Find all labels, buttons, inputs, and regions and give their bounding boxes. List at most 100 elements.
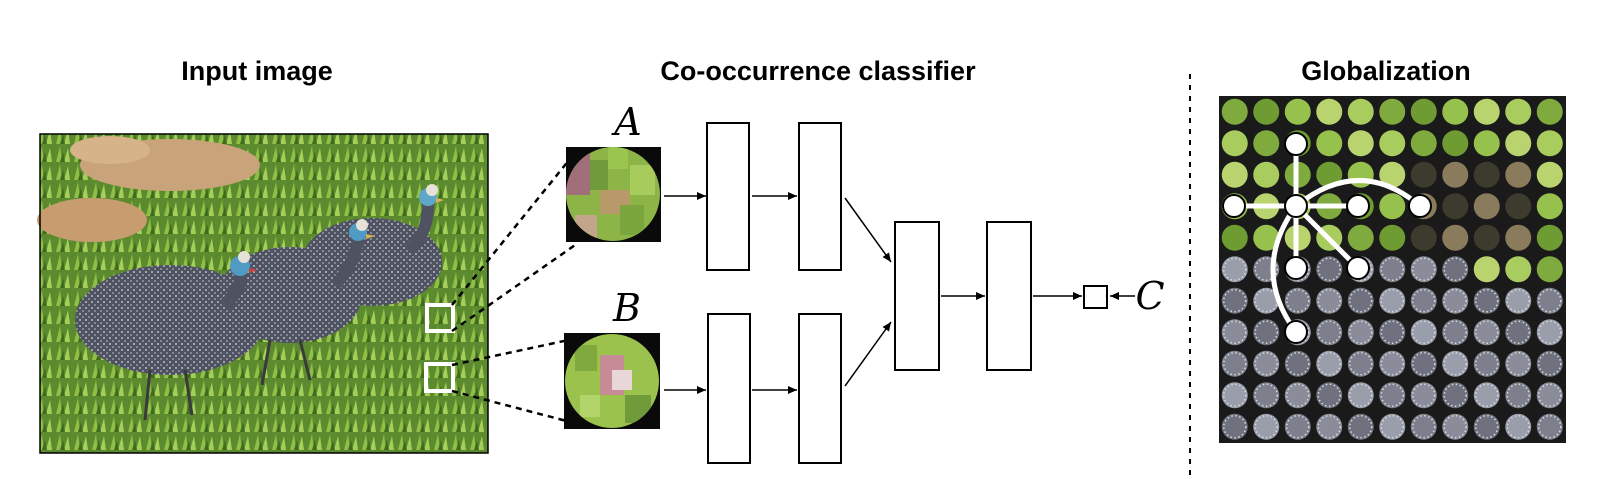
graph-node: [1346, 194, 1370, 218]
grid-patch: [1442, 256, 1469, 283]
grid-patch: [1442, 413, 1469, 440]
grid-patch: [1442, 98, 1469, 125]
grid-patch: [1379, 193, 1406, 220]
layer-joint2: [986, 221, 1032, 371]
grid-patch: [1347, 287, 1374, 314]
grid-patch: [1505, 319, 1532, 346]
grid-patch: [1379, 130, 1406, 157]
grid-patch-texture: [1254, 415, 1278, 439]
grid-patch: [1473, 224, 1500, 251]
patch-b-label: B: [613, 286, 641, 330]
patch-b: [564, 333, 660, 429]
grid-patch: [1316, 98, 1343, 125]
graph-node: [1222, 194, 1246, 218]
grid-patch: [1347, 413, 1374, 440]
grid-patch-texture: [1317, 289, 1341, 313]
input-photo: [37, 133, 489, 454]
grid-patch-texture: [1223, 257, 1247, 281]
grid-patch: [1379, 98, 1406, 125]
grid-patch: [1410, 382, 1437, 409]
grid-patch: [1473, 256, 1500, 283]
layer-b2: [798, 313, 842, 464]
grid-patch: [1221, 130, 1248, 157]
grid-patch: [1442, 161, 1469, 188]
grid-patch: [1410, 413, 1437, 440]
grid-patch: [1316, 413, 1343, 440]
grid-patch-texture: [1286, 257, 1310, 281]
graph-node: [1346, 256, 1370, 280]
grid-patch-texture: [1443, 289, 1467, 313]
grid-patch-texture: [1475, 415, 1499, 439]
grid-patch: [1473, 98, 1500, 125]
grid-patch-texture: [1254, 383, 1278, 407]
grid-patch: [1253, 130, 1280, 157]
grid-patch: [1284, 98, 1311, 125]
grid-patch: [1253, 98, 1280, 125]
grid-patch-texture: [1286, 289, 1310, 313]
grid-patch: [1473, 413, 1500, 440]
grid-patch-texture: [1412, 415, 1436, 439]
layer-a2: [798, 122, 842, 271]
grid-patch: [1316, 161, 1343, 188]
grid-patch: [1221, 382, 1248, 409]
grid-patch-texture: [1286, 383, 1310, 407]
grid-patch: [1505, 224, 1532, 251]
grid-patch-texture: [1412, 257, 1436, 281]
grid-patch: [1316, 130, 1343, 157]
grid-patch: [1505, 256, 1532, 283]
grid-patch-texture: [1349, 257, 1373, 281]
grid-patch: [1473, 319, 1500, 346]
grid-patch: [1253, 413, 1280, 440]
grid-patch-texture: [1317, 383, 1341, 407]
layer-a1: [706, 122, 750, 271]
grid-patch: [1221, 224, 1248, 251]
grid-patch-texture: [1443, 257, 1467, 281]
grid-patch: [1536, 382, 1563, 409]
grid-patch-texture: [1223, 320, 1247, 344]
grid-patch: [1442, 287, 1469, 314]
grid-patch-texture: [1506, 289, 1530, 313]
grid-patch-texture: [1443, 320, 1467, 344]
grid-patch-texture: [1349, 289, 1373, 313]
grid-patch: [1473, 130, 1500, 157]
zoom-lines: [451, 148, 579, 426]
grid-patch: [1316, 256, 1343, 283]
grid-patch: [1473, 287, 1500, 314]
grid-patch: [1347, 224, 1374, 251]
grid-patch: [1536, 319, 1563, 346]
grid-patch: [1284, 350, 1311, 377]
grid-patch: [1221, 98, 1248, 125]
grid-patch: [1505, 193, 1532, 220]
grid-patch: [1473, 193, 1500, 220]
grid-patch: [1505, 287, 1532, 314]
graph-node: [1284, 256, 1308, 280]
grid-patch: [1505, 413, 1532, 440]
guinea-fowl-bird: [75, 251, 265, 421]
grid-patch-texture: [1412, 289, 1436, 313]
grid-patch: [1410, 161, 1437, 188]
patch-a-marker: [425, 303, 455, 333]
grid-patch: [1347, 98, 1374, 125]
grid-patch-texture: [1380, 257, 1404, 281]
grid-patch: [1410, 350, 1437, 377]
output-unit: [1083, 285, 1108, 309]
grid-patch: [1442, 319, 1469, 346]
grid-patch: [1536, 130, 1563, 157]
grid-patch-texture: [1317, 415, 1341, 439]
grid-patch-texture: [1506, 383, 1530, 407]
graph-node: [1284, 320, 1308, 344]
grid-patch: [1221, 319, 1248, 346]
grid-patch: [1347, 382, 1374, 409]
patch-a-label: A: [614, 100, 642, 144]
grid-patch: [1221, 161, 1248, 188]
grid-patch-texture: [1412, 352, 1436, 376]
grid-patch-texture: [1349, 352, 1373, 376]
grid-patch: [1284, 413, 1311, 440]
grid-patch: [1410, 98, 1437, 125]
grid-patch-texture: [1380, 320, 1404, 344]
grid-patch: [1347, 130, 1374, 157]
grid-patch: [1347, 350, 1374, 377]
grid-patch: [1253, 382, 1280, 409]
grid-patch-texture: [1443, 415, 1467, 439]
layer-joint1: [894, 221, 940, 371]
